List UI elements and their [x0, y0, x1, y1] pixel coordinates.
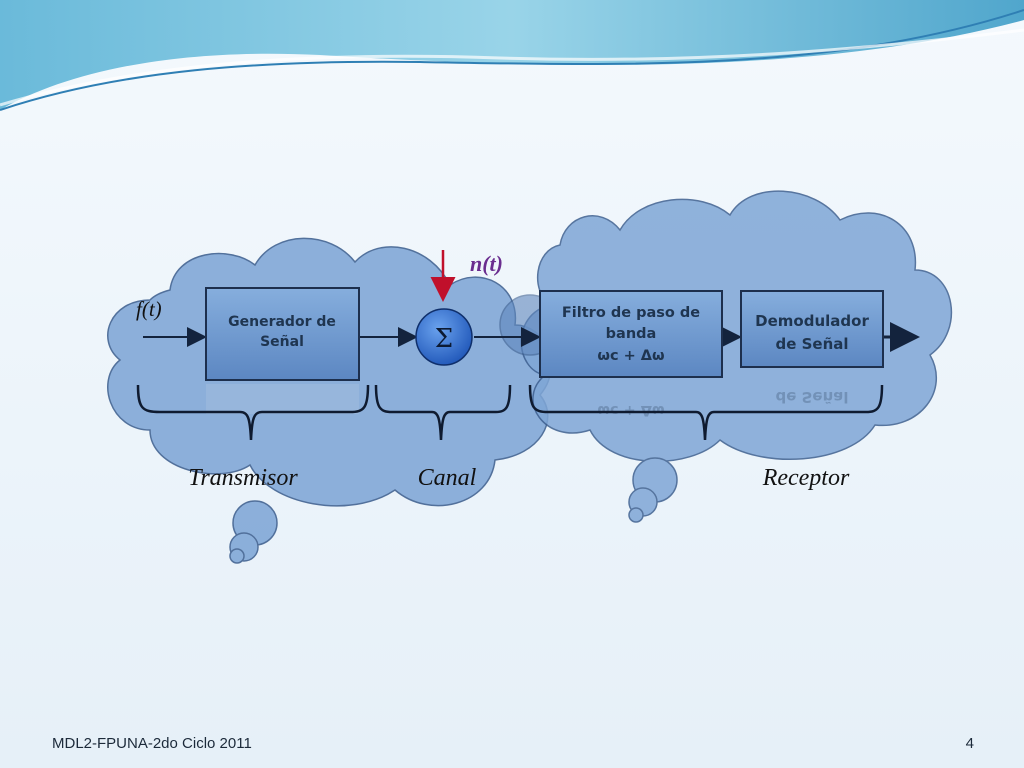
- slide-footer-text: MDL2-FPUNA-2do Ciclo 2011: [52, 735, 252, 752]
- section-braces: [136, 384, 884, 441]
- noise-signal-label: n(t): [470, 251, 503, 276]
- header-wave-decoration: [0, 0, 1024, 111]
- transmitter-brace: [136, 384, 370, 441]
- filter-label-line2: banda: [606, 326, 657, 342]
- demodulator-block: Demodulador de Señal de Señal: [740, 290, 884, 406]
- generator-block: Generador de Señal: [205, 287, 360, 414]
- filter-label-line1: Filtro de paso de: [562, 305, 700, 321]
- demodulator-label-line1: Demodulador: [755, 312, 869, 330]
- demodulator-label-line2: de Señal: [775, 335, 848, 353]
- generator-label-line2: Señal: [260, 334, 304, 350]
- channel-brace: [374, 384, 512, 441]
- demodulator-reflection: de Señal: [775, 388, 848, 406]
- receiver-brace: [528, 384, 884, 441]
- input-signal-label: f(t): [136, 297, 162, 321]
- summer-symbol: Σ: [435, 324, 453, 354]
- channel-label: Canal: [418, 465, 477, 491]
- slide-page-number: 4: [965, 735, 974, 752]
- bandpass-filter-block: Filtro de paso de banda ωc + Δω ωc + Δω: [539, 290, 723, 418]
- filter-reflection: ωc + Δω: [597, 402, 664, 418]
- receiver-label: Receptor: [762, 465, 850, 491]
- generator-label-line1: Generador de: [228, 314, 336, 330]
- summing-junction: Σ: [415, 308, 473, 366]
- transmitter-label: Transmisor: [188, 465, 298, 491]
- filter-label-line3: ωc + Δω: [597, 348, 664, 364]
